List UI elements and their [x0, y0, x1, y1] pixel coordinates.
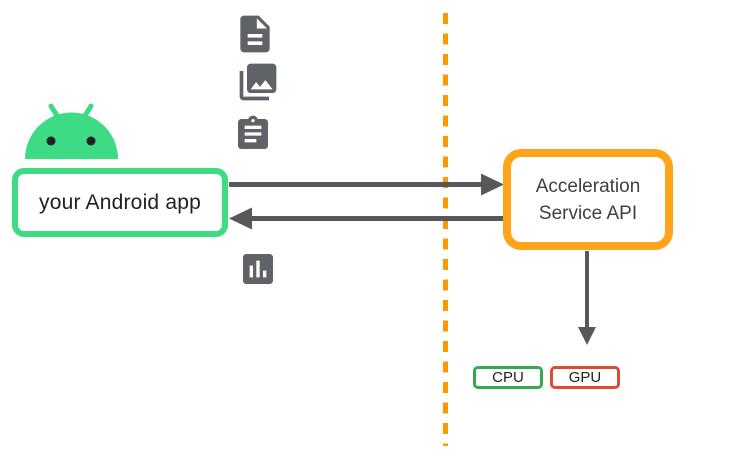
gpu-badge: GPU: [550, 366, 620, 389]
clipboard-icon: [233, 114, 273, 154]
cpu-badge: CPU: [473, 366, 543, 389]
bar-chart-icon: [238, 249, 278, 289]
acceleration-service-label-line2: Service API: [538, 202, 638, 224]
acceleration-service-box: Acceleration Service API: [503, 149, 673, 250]
android-app-box-label: your Android app: [39, 190, 201, 214]
arrow-service-to-hardware: [578, 251, 596, 345]
arrow-app-to-service: [229, 173, 504, 196]
acceleration-service-label-line1: Acceleration: [535, 175, 641, 197]
android-left-eye: [46, 136, 56, 146]
android-app-box: your Android app: [12, 168, 228, 237]
cpu-badge-label: CPU: [492, 369, 524, 386]
gpu-badge-label: GPU: [568, 369, 602, 386]
document-icon: [233, 12, 277, 56]
photo-library-icon: [236, 60, 280, 104]
android-logo-icon: [25, 103, 118, 159]
arrow-service-to-app: [229, 207, 503, 230]
android-right-eye: [86, 136, 96, 146]
